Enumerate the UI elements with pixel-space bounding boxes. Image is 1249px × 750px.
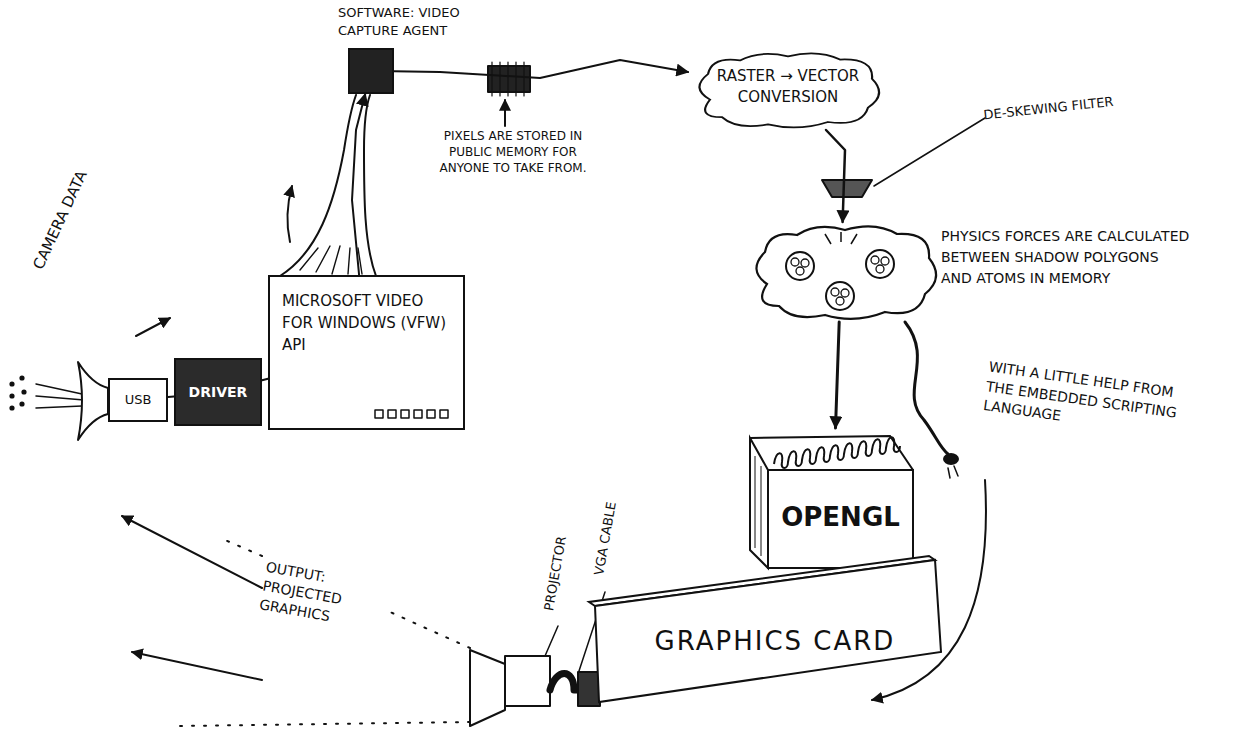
camera-dot (22, 390, 25, 393)
camera-dot (10, 394, 13, 397)
cloud-outline (756, 226, 936, 319)
part-label: VGA CABLE (589, 488, 621, 589)
filter-shape (822, 180, 872, 197)
cord-plug (944, 454, 958, 464)
node-label: DRIVER (176, 360, 260, 424)
atom-core (801, 259, 809, 267)
vga-cable (550, 674, 580, 691)
note-arrow (504, 100, 506, 126)
flow-arrow (287, 186, 292, 242)
usb-box: USB (108, 378, 168, 422)
projector-body (505, 656, 550, 706)
node-label: OPENGL (768, 502, 913, 532)
port-square (414, 410, 422, 418)
box-rim (750, 436, 913, 470)
atom-core (791, 258, 799, 266)
camera-dot (10, 406, 13, 409)
output-arrow (122, 516, 262, 588)
atom-core (871, 256, 879, 264)
atom-core (876, 265, 884, 273)
camera-dot (10, 382, 13, 385)
driver-box: DRIVER (174, 358, 262, 426)
flow-connector (262, 379, 268, 381)
atom (786, 252, 814, 280)
plug-prong (948, 466, 958, 478)
lens-cone (78, 362, 108, 440)
cloud-shape (745, 222, 937, 322)
capture-box: SOFTWARE: VIDEO CAPTURE AGENT (348, 48, 394, 94)
light-ray (225, 540, 470, 648)
flow-connector (394, 60, 688, 78)
flow-arrow (136, 318, 170, 336)
cloud-outline (699, 53, 879, 127)
node-label: PHYSICS FORCES ARE CALCULATED BETWEEN SH… (941, 226, 1193, 289)
box-front (768, 470, 913, 568)
note-text: WITH A LITTLE HELP FROM THE EMBEDDED SCR… (982, 357, 1203, 445)
projector-lens (470, 650, 505, 726)
funnel-strokes (300, 246, 362, 274)
node-label: GRAPHICS CARD (615, 626, 935, 656)
port-square (440, 410, 448, 418)
physics-cloud: PHYSICS FORCES ARE CALCULATED BETWEEN SH… (745, 222, 937, 322)
port-square (375, 410, 383, 418)
atom-core (831, 288, 839, 296)
node-label: RASTER → VECTOR CONVERSION (716, 66, 860, 108)
atom-core (796, 267, 804, 275)
graphics-card: GRAPHICS CARD (585, 556, 945, 706)
port-square (388, 410, 396, 418)
atom (866, 250, 894, 278)
camera-dot (20, 402, 23, 405)
node-label: MICROSOFT VIDEO FOR WINDOWS (VFW) API (270, 277, 463, 370)
atom-core (836, 297, 844, 305)
camera-ray (36, 384, 84, 408)
atom-core (841, 289, 849, 297)
flow-connector (826, 130, 845, 222)
light-ray (180, 722, 470, 726)
flow-connector (168, 395, 174, 398)
atom (826, 282, 854, 310)
output-arrow (132, 652, 262, 680)
force-lines (825, 232, 857, 244)
chip-pins (492, 62, 524, 96)
process-cloud: RASTER → VECTOR CONVERSION (688, 50, 888, 130)
box-hatch (755, 456, 761, 556)
box-contents (774, 437, 900, 468)
card-front (595, 560, 941, 702)
flow-connector (836, 322, 840, 428)
box-3d (738, 428, 928, 570)
output-label: OUTPUT: PROJECTED GRAPHICS (258, 558, 366, 631)
part-label: DE-SKEWING FILTER (983, 85, 1203, 123)
opengl-box: OPENGL (738, 428, 928, 570)
port-square (401, 410, 409, 418)
input-label: CAMERA DATA (26, 162, 93, 278)
script-cord (905, 322, 948, 454)
leader-line (545, 626, 558, 656)
box-side (750, 438, 768, 568)
leader-line (874, 118, 985, 186)
atom-core (881, 257, 889, 265)
vga-connector (578, 672, 600, 706)
node-label: USB (110, 380, 166, 420)
node-label: SOFTWARE: VIDEO CAPTURE AGENT (338, 4, 508, 40)
api-box: MICROSOFT VIDEO FOR WINDOWS (VFW) API (268, 275, 465, 430)
funnel-outline (364, 95, 376, 276)
flow-connector (352, 94, 365, 275)
port-square (427, 410, 435, 418)
camera-dot (20, 376, 23, 379)
note-text: PIXELS ARE STORED IN PUBLIC MEMORY FOR A… (438, 128, 588, 177)
sketch-group (10, 62, 986, 726)
part-label: PROJECTOR (539, 523, 571, 624)
